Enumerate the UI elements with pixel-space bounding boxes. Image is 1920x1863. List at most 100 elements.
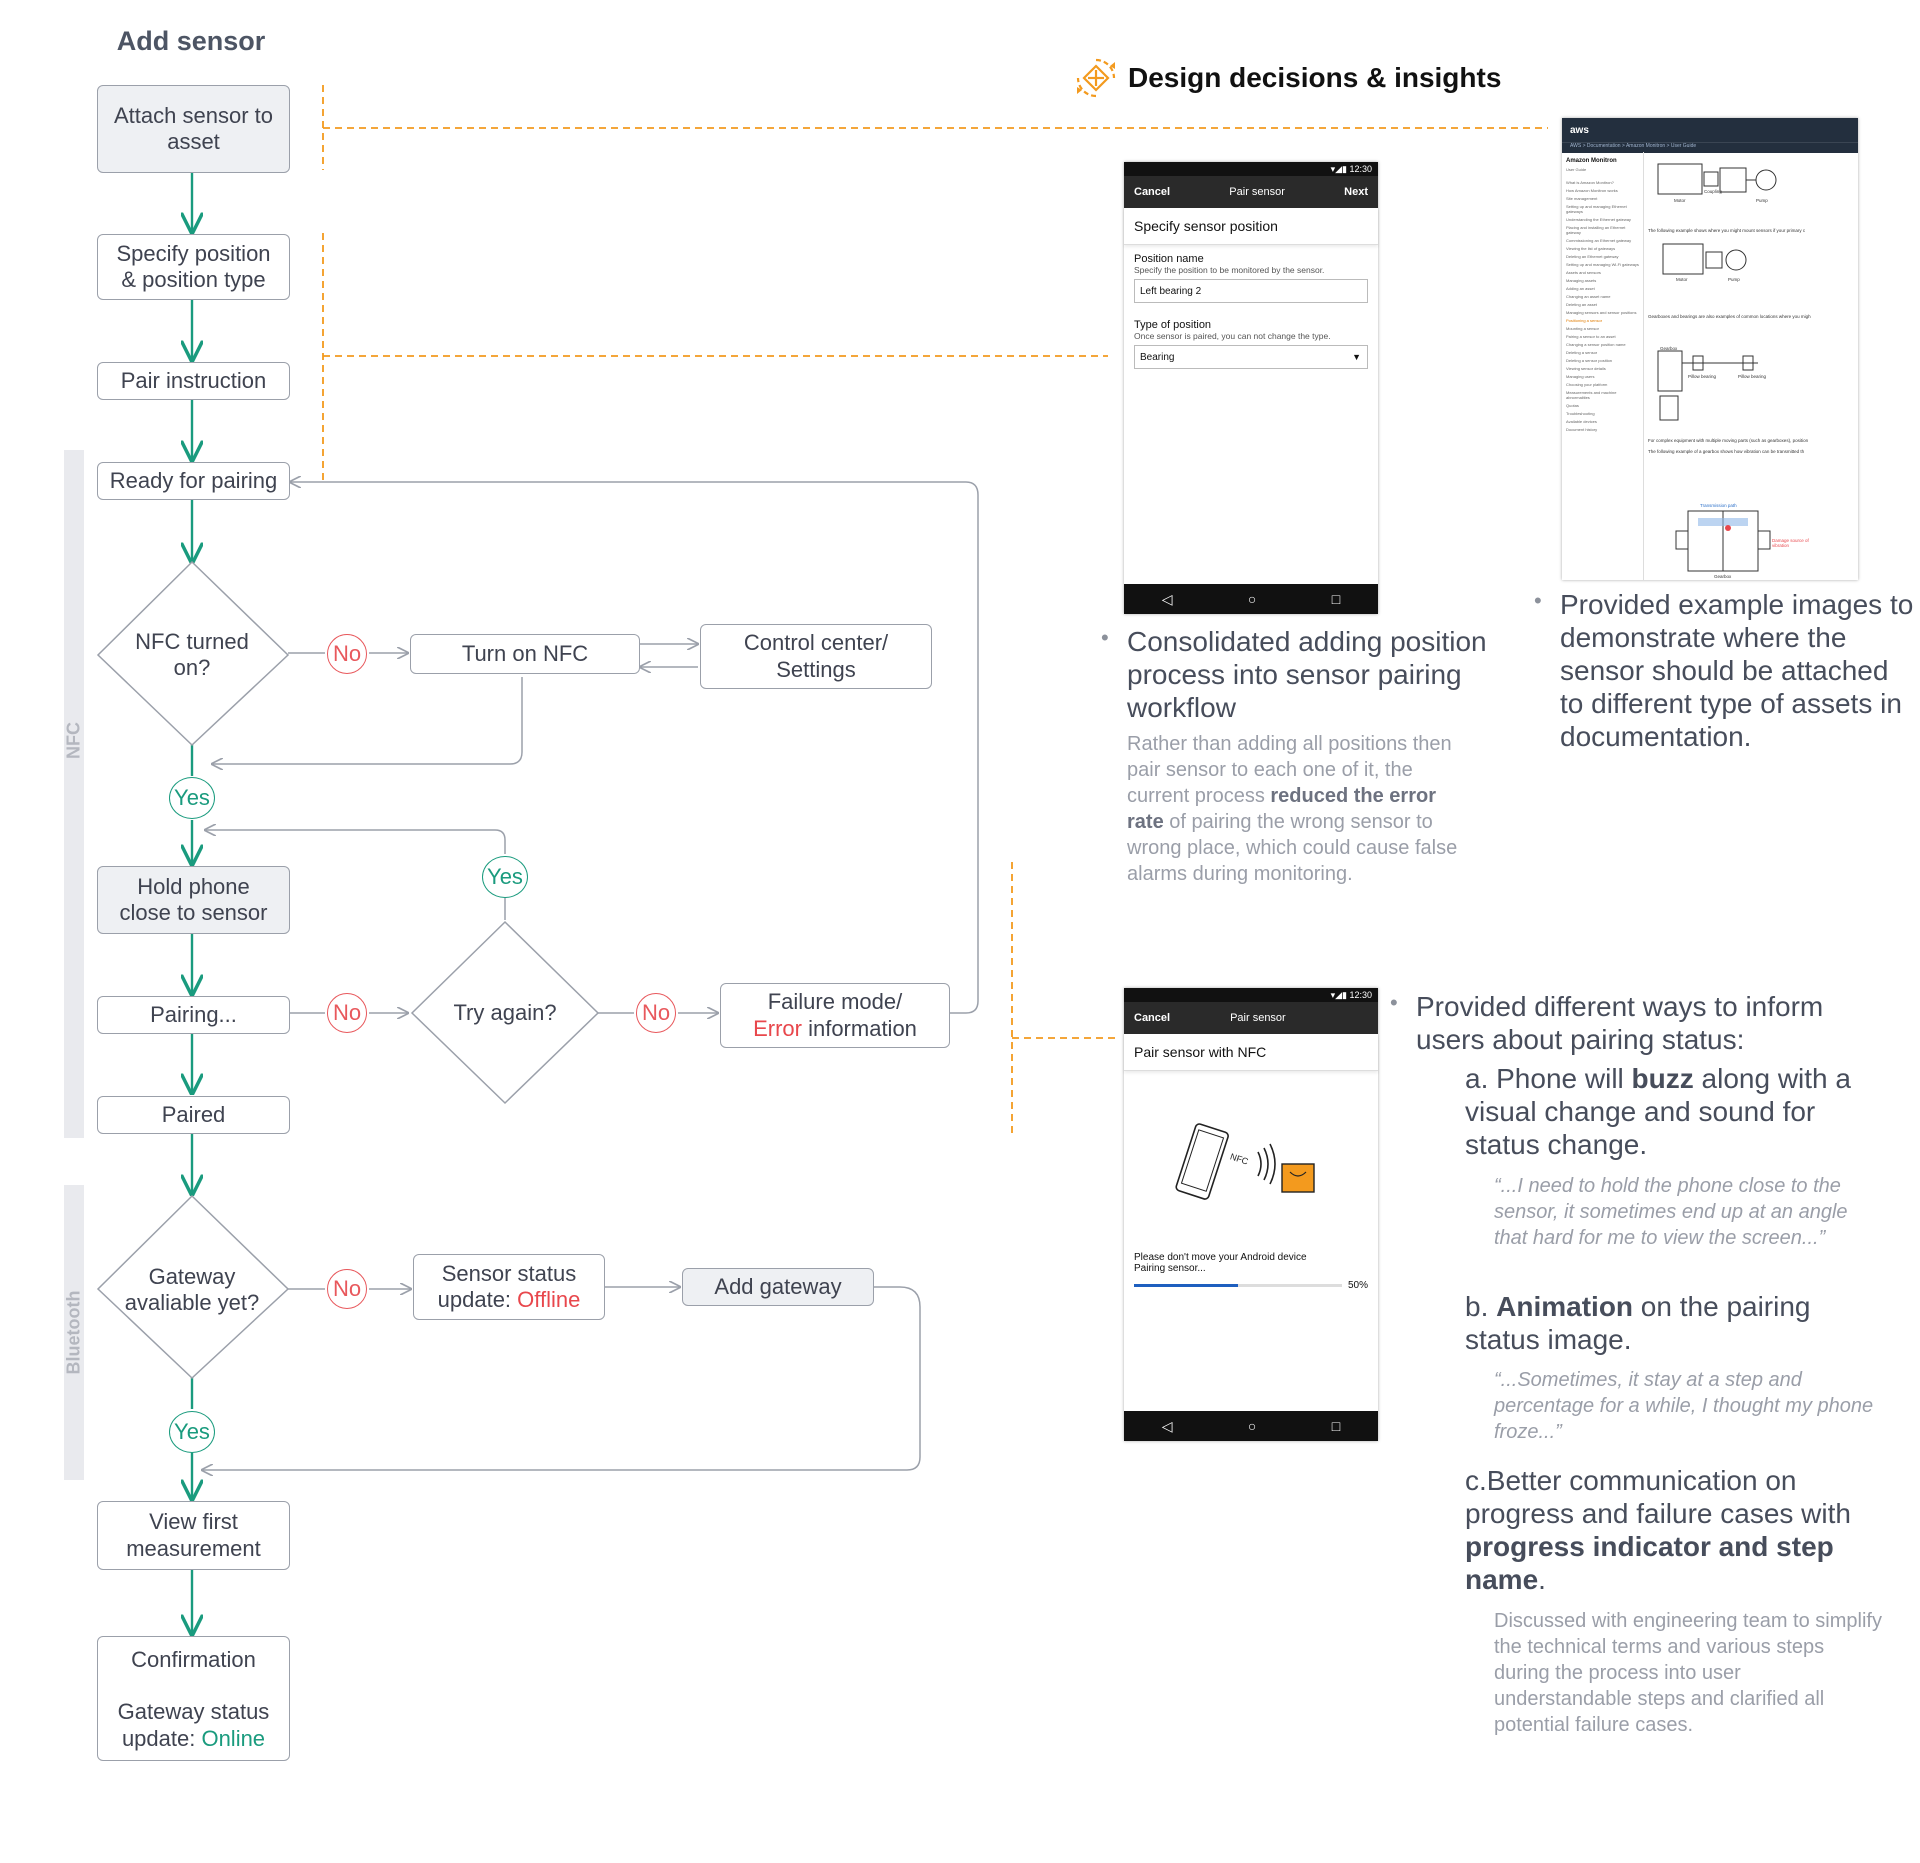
phone2-cancel-button[interactable]: Cancel xyxy=(1134,1012,1171,1024)
doc-nav-item[interactable]: Document history xyxy=(1566,427,1598,432)
doc-nav-item[interactable]: Positioning a sensor xyxy=(1566,318,1603,323)
phone1-next-button[interactable]: Next xyxy=(1344,186,1368,198)
point-c-post: . xyxy=(1538,1564,1546,1596)
doc-label-motor-2: Motor xyxy=(1676,277,1688,282)
quote-b: “...Sometimes, it stay at a step and per… xyxy=(1494,1369,1874,1443)
gateway-update-prefix: update: xyxy=(121,1725,202,1751)
offline-word: Offline xyxy=(517,1287,581,1312)
doc-nav-item[interactable]: Changing a sensor position name xyxy=(1566,342,1626,347)
phone1-subtitle: Specify sensor position xyxy=(1124,208,1378,245)
bullet-dot: • xyxy=(1101,625,1109,650)
phone1-cancel-button[interactable]: Cancel xyxy=(1134,186,1171,198)
doc-nav-item[interactable]: Assets and sensors xyxy=(1566,270,1601,275)
sensor-update-prefix: update: xyxy=(437,1287,518,1312)
bullet-dot: • xyxy=(1534,588,1542,613)
back-icon[interactable]: ◁ xyxy=(1161,1417,1173,1434)
documentation-screenshot: aws AWS > Documentation > Amazon Monitro… xyxy=(1562,118,1858,580)
failure-mode-line: Failure mode/ xyxy=(767,989,903,1015)
doc-nav-item[interactable]: Deleting an asset xyxy=(1566,302,1597,307)
doc-nav-item[interactable]: Commissioning an Ethernet gateway xyxy=(1566,238,1632,243)
doc-nav-item[interactable]: Managing users xyxy=(1566,374,1595,379)
phone2-status-bar: ▾◢▮ 12:30 xyxy=(1124,988,1378,1002)
recents-icon[interactable]: □ xyxy=(1331,591,1341,607)
confirmation-title: Confirmation xyxy=(131,1647,256,1672)
doc-label-transmission-path: Transmission path xyxy=(1700,503,1737,508)
doc-nav-item[interactable]: Changing an asset name xyxy=(1566,294,1611,299)
doc-label-gearbox: Gearbox xyxy=(1660,346,1678,351)
type-of-position-select[interactable]: Bearing ▼ xyxy=(1134,345,1368,369)
point-b-pre: b. xyxy=(1465,1291,1497,1322)
bullet-dot: • xyxy=(1390,990,1398,1015)
doc-nav-item[interactable]: Deleting a sensor xyxy=(1566,350,1598,355)
back-icon[interactable]: ◁ xyxy=(1161,590,1173,607)
branch-no-nfc: No xyxy=(327,634,367,674)
gateway-status-line: Gateway status xyxy=(117,1699,270,1725)
gateway-update-line: update: Online xyxy=(122,1726,265,1752)
sensor-status-line: Sensor status xyxy=(441,1260,577,1286)
home-icon[interactable]: ○ xyxy=(1247,1418,1257,1434)
doc-content: Motor Coupling Pump The following exampl… xyxy=(1648,156,1858,580)
doc-nav-item[interactable]: Troubleshooting xyxy=(1566,411,1595,416)
node-view-first-measurement: View first measurement xyxy=(97,1501,290,1570)
dont-move-message: Please don't move your Android device xyxy=(1134,1252,1307,1263)
node-specify-position: Specify position & position type xyxy=(97,234,290,300)
doc-label-pump-2: Pump xyxy=(1728,277,1740,282)
phone-pair-nfc: ▾◢▮ 12:30 Cancel Pair sensor Pair sensor… xyxy=(1124,988,1378,1441)
point-a-pre: a. Phone will xyxy=(1465,1063,1632,1094)
doc-nav-item[interactable]: Setting up and managing Wi-Fi gateways xyxy=(1566,262,1639,267)
doc-nav-item[interactable]: Viewing sensor details xyxy=(1566,366,1606,371)
doc-nav-item[interactable]: Deleting a sensor position xyxy=(1566,358,1613,363)
node-failure-mode: Failure mode/ Error information xyxy=(720,983,950,1048)
pairing-sensor-status: Pairing sensor... xyxy=(1134,1263,1206,1274)
branch-no-gateway: No xyxy=(327,1269,367,1309)
doc-nav-item[interactable]: Understanding the Ethernet gateway xyxy=(1566,217,1631,222)
doc-nav-item[interactable]: Quotas xyxy=(1566,403,1579,408)
quote-a: “...I need to hold the phone close to th… xyxy=(1494,1175,1848,1249)
home-icon[interactable]: ○ xyxy=(1247,591,1257,607)
doc-nav-item[interactable]: Adding an asset xyxy=(1566,286,1595,291)
doc-nav-item[interactable]: Setting up and managing Ethernet gateway… xyxy=(1566,204,1627,214)
node-turn-on-nfc: Turn on NFC xyxy=(410,634,640,674)
error-word: Error xyxy=(753,1015,802,1041)
branch-no-try-again: No xyxy=(636,993,676,1033)
insights-heading: Design decisions & insights xyxy=(1128,62,1502,93)
doc-sidebar: Amazon Monitron User Guide What is Amazo… xyxy=(1562,152,1644,580)
phone2-time: 12:30 xyxy=(1349,990,1372,1000)
doc-nav-item[interactable]: Viewing the list of gateways xyxy=(1566,246,1616,251)
doc-label-damage: Damage source of vibration xyxy=(1772,538,1809,548)
node-add-gateway: Add gateway xyxy=(682,1268,874,1306)
doc-nav-item[interactable]: Site management xyxy=(1566,196,1598,201)
doc-label-motor: Motor xyxy=(1674,198,1686,203)
dropdown-arrow-icon: ▼ xyxy=(1352,352,1361,362)
doc-nav-item[interactable]: Managing assets xyxy=(1566,278,1597,283)
point-b-post: on the pairing status image. xyxy=(1465,1291,1811,1356)
pairing-progress-fill xyxy=(1134,1284,1238,1287)
pairing-percent: 50% xyxy=(1347,1280,1368,1291)
bullet1-text: Consolidated adding position process int… xyxy=(1127,626,1487,724)
doc-nav-item[interactable]: Deleting an Ethernet gateway xyxy=(1566,254,1619,259)
doc-nav-item[interactable]: What is Amazon Monitron? xyxy=(1566,180,1614,185)
doc-nav-item[interactable]: Placing and installing an Ethernet gatew… xyxy=(1566,225,1626,235)
point-b-animation: b. Animation on the pairing status image… xyxy=(1465,1290,1865,1356)
recents-icon[interactable]: □ xyxy=(1331,1418,1341,1434)
pairing-progress-track xyxy=(1134,1284,1342,1287)
point-c-pre: c.Better communication on progress and f… xyxy=(1465,1465,1851,1530)
bullet3-text: Provided different ways to inform users … xyxy=(1416,991,1824,1056)
node-hold-phone: Hold phone close to sensor xyxy=(97,866,290,934)
doc-nav-item[interactable]: Managing sensors and sensor positions xyxy=(1566,310,1637,315)
point-a-bold: buzz xyxy=(1631,1063,1694,1094)
doc-caption-1: The following example shows where you mi… xyxy=(1648,228,1806,233)
doc-nav-item[interactable]: Available devices xyxy=(1566,419,1597,424)
doc-nav-item[interactable]: How Amazon Monitron works xyxy=(1566,188,1618,193)
position-name-input[interactable]: Left bearing 2 xyxy=(1134,279,1368,303)
phone2-subtitle: Pair sensor with NFC xyxy=(1124,1034,1378,1071)
point-b-bold: Animation xyxy=(1496,1291,1634,1322)
doc-nav-item[interactable]: Measurements and machine abnormalities xyxy=(1566,390,1617,400)
bullet2-text: Provided example images to demonstrate w… xyxy=(1560,589,1914,753)
doc-nav-item[interactable]: Mounting a sensor xyxy=(1566,326,1599,331)
doc-nav-item[interactable]: Choosing your platform xyxy=(1566,382,1608,387)
doc-nav-item[interactable]: Pairing a sensor to an asset xyxy=(1566,334,1616,339)
information-word: information xyxy=(801,1015,917,1041)
point-a-buzz: a. Phone will buzz along with a visual c… xyxy=(1465,1062,1865,1161)
node-ready-for-pairing: Ready for pairing xyxy=(97,462,290,500)
